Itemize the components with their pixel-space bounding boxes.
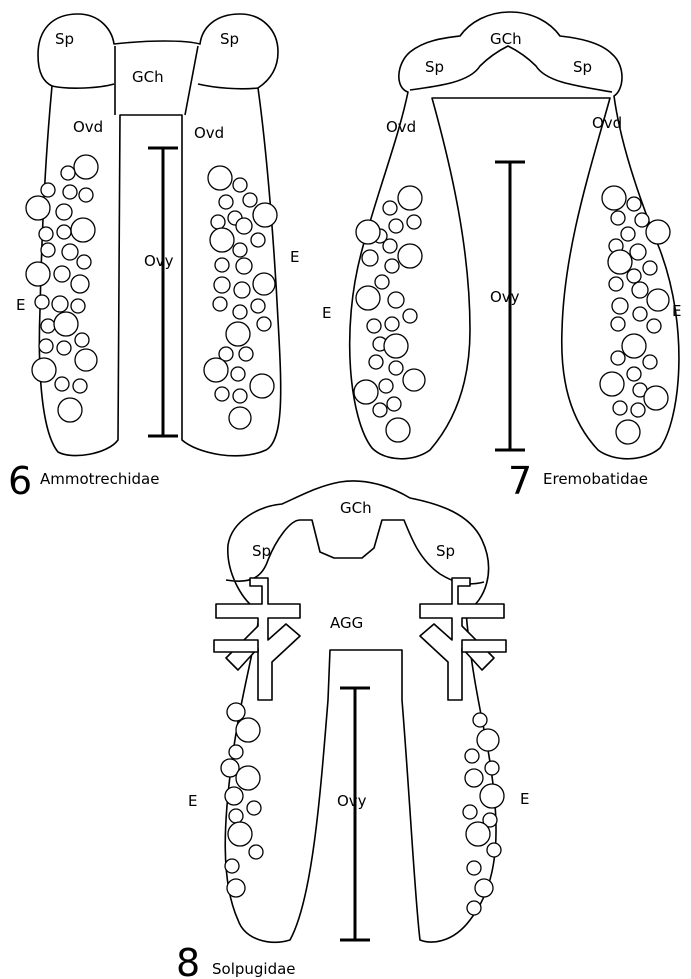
fig6-label-e-right: E [290,248,299,266]
fig7-label-sp-left: Sp [425,58,444,76]
fig6-ovy-scale-bar [148,148,178,436]
fig8-ovy-scale-bar [340,688,370,940]
fig8-family-name: Solpugidae [212,960,296,978]
fig7-label-e-left: E [322,304,331,322]
fig6-label-ovy: Ovy [144,252,174,270]
fig6-label-ovd-right: Ovd [194,124,224,142]
figure-6-ammotrechidae: Sp Sp GCh Ovd Ovd Ovy E E 6 Ammotrechida… [8,14,299,503]
fig7-label-ovd-left: Ovd [386,118,416,136]
fig6-family-name: Ammotrechidae [40,470,159,488]
fig6-label-ovd-left: Ovd [73,118,103,136]
fig8-label-sp-left: Sp [252,542,271,560]
fig8-label-sp-right: Sp [436,542,455,560]
fig7-label-sp-right: Sp [573,58,592,76]
fig8-label-e-left: E [188,792,197,810]
fig6-label-e-left: E [16,296,25,314]
fig7-label-e-right: E [672,302,681,320]
fig8-number: 8 [176,941,200,979]
fig7-label-ovd-right: Ovd [592,114,622,132]
figure-8-solpugidae: Sp Sp GCh AGG Ovy E E 8 Solpugidae [176,481,529,979]
fig6-label-gch: GCh [132,68,164,86]
fig7-ovy-scale-bar [495,162,525,450]
fig8-label-agg: AGG [330,614,363,632]
fig6-label-sp-right: Sp [220,30,239,48]
fig8-label-ovy: Ovy [337,792,367,810]
fig6-number: 6 [8,459,32,503]
figure-7-eremobatidae: Sp Sp GCh Ovd Ovd Ovy E E 7 Eremobatidae [322,12,681,503]
fig7-label-gch: GCh [490,30,522,48]
fig7-label-ovy: Ovy [490,288,520,306]
fig8-label-gch: GCh [340,499,372,517]
fig7-number: 7 [508,459,532,503]
fig8-label-e-right: E [520,790,529,808]
fig7-family-name: Eremobatidae [543,470,648,488]
fig6-label-sp-left: Sp [55,30,74,48]
